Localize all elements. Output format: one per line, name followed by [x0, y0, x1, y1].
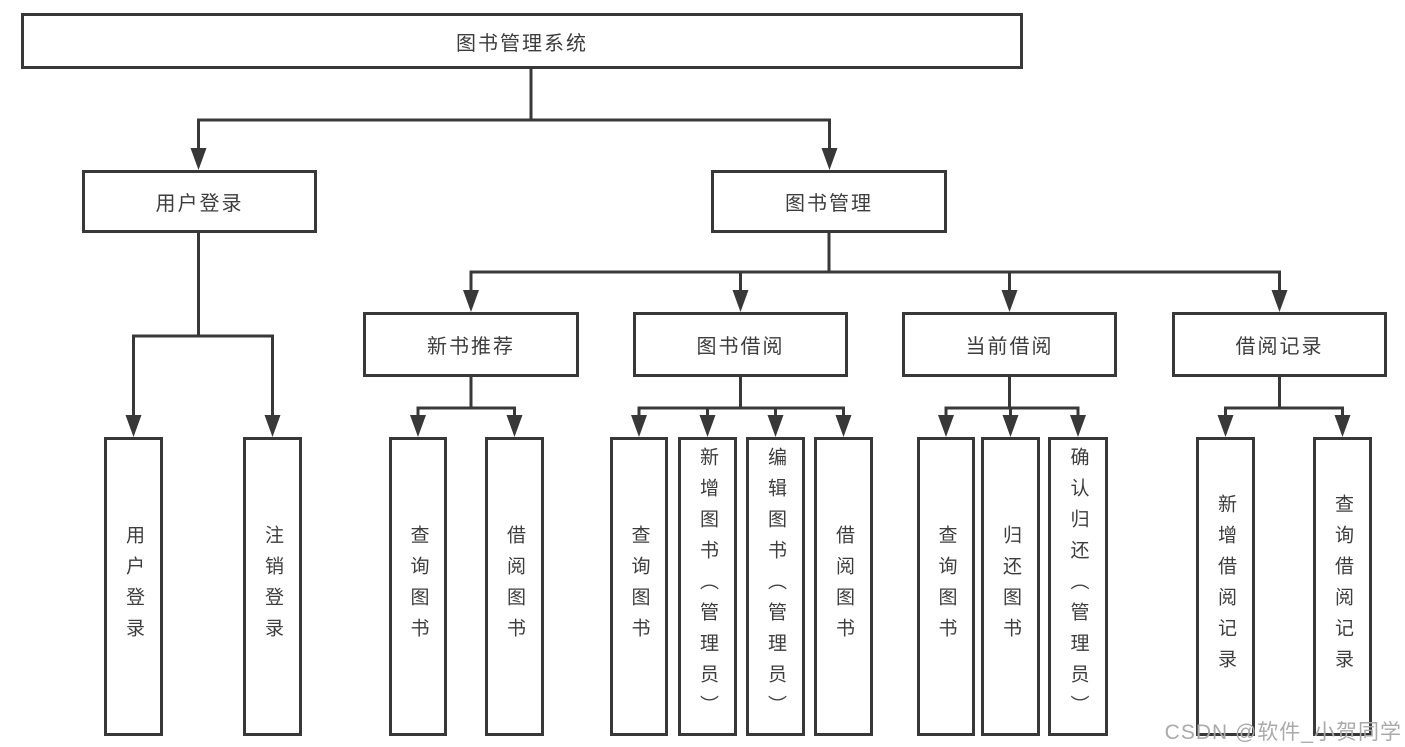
node-current-borrow-label: 当前借阅	[965, 336, 1054, 358]
arrowheads-level3	[463, 290, 1288, 312]
leaf-add-books-admin: 新增图书（管理员）	[678, 437, 737, 736]
node-book-management: 图书管理	[711, 170, 947, 233]
leaf-query-books-current: 查询图书	[917, 437, 975, 736]
arrowhead-icon	[264, 415, 281, 437]
arrowhead-icon	[1002, 415, 1019, 437]
leaf-confirm-return-admin-label: 确认归还（管理员）	[1067, 447, 1089, 726]
arrowhead-icon	[1070, 415, 1086, 437]
arrowheads-newbooks-leaves	[410, 415, 523, 437]
arrowhead-icon	[190, 148, 207, 170]
arrowhead-icon	[631, 415, 647, 437]
leaf-logout-label: 注销登录	[262, 524, 283, 649]
leaf-return-books-label: 归还图书	[1000, 524, 1021, 649]
arrowhead-icon	[125, 415, 142, 437]
arrowhead-icon	[699, 415, 716, 437]
leaf-query-borrow-record-label: 查询借阅记录	[1332, 493, 1353, 680]
arrowheads-userlogin-leaves	[125, 415, 281, 437]
arrowhead-icon	[732, 290, 749, 312]
connector-userlogin-to-leaves	[132, 233, 274, 418]
arrowhead-icon	[1334, 415, 1351, 437]
leaf-query-books-recommend: 查询图书	[389, 437, 447, 736]
node-root: 图书管理系统	[21, 13, 1023, 69]
node-borrow-records-label: 借阅记录	[1235, 336, 1324, 358]
arrowhead-icon	[1271, 290, 1288, 312]
node-book-management-label: 图书管理	[785, 193, 873, 215]
leaf-edit-books-admin-label: 编辑图书（管理员）	[765, 447, 786, 726]
leaf-logout: 注销登录	[243, 437, 302, 736]
connector-current-to-leaves	[944, 377, 1080, 418]
leaf-user-login-label: 用户登录	[123, 524, 144, 649]
arrowhead-icon	[1217, 415, 1234, 437]
leaf-add-borrow-record: 新增借阅记录	[1196, 437, 1255, 736]
node-new-book-recommend-label: 新书推荐	[427, 336, 515, 358]
arrowheads-level2	[190, 148, 838, 170]
connector-borrow-to-leaves	[637, 377, 845, 418]
arrowheads-current-leaves	[938, 415, 1086, 437]
node-current-borrow: 当前借阅	[902, 312, 1117, 377]
node-book-borrow-label: 图书借阅	[696, 336, 785, 358]
leaf-borrow-books-recommend-label: 借阅图书	[504, 524, 525, 649]
leaf-borrow-books-label: 借阅图书	[833, 524, 854, 649]
node-root-label: 图书管理系统	[456, 32, 588, 55]
node-user-login-label: 用户登录	[155, 193, 244, 215]
node-borrow-records: 借阅记录	[1172, 312, 1387, 377]
arrowhead-icon	[767, 415, 784, 437]
connector-root-to-level2	[197, 69, 831, 150]
arrowhead-icon	[835, 415, 852, 437]
connector-newbooks-to-leaves	[416, 377, 516, 418]
leaf-edit-books-admin: 编辑图书（管理员）	[746, 437, 805, 736]
arrowhead-icon	[938, 415, 954, 437]
arrowhead-icon	[821, 148, 838, 170]
node-book-borrow: 图书借阅	[633, 312, 848, 377]
arrowhead-icon	[1001, 290, 1018, 312]
leaf-query-borrow-record: 查询借阅记录	[1313, 437, 1372, 736]
leaf-return-books: 归还图书	[981, 437, 1040, 736]
connector-bookmgmt-to-level3	[469, 233, 1281, 292]
leaf-add-borrow-record-label: 新增借阅记录	[1215, 493, 1236, 680]
leaf-borrow-books: 借阅图书	[814, 437, 873, 736]
leaf-user-login: 用户登录	[104, 437, 163, 736]
leaf-borrow-books-recommend: 借阅图书	[485, 437, 544, 736]
arrowheads-borrow-leaves	[631, 415, 852, 437]
leaf-query-books-recommend-label: 查询图书	[407, 524, 429, 649]
arrowhead-icon	[463, 290, 479, 312]
arrowheads-records-leaves	[1217, 415, 1351, 437]
arrowhead-icon	[410, 415, 426, 437]
csdn-watermark: CSDN @软件_小贺同学	[1164, 721, 1402, 744]
leaf-query-books-borrow-label: 查询图书	[628, 524, 650, 649]
leaf-confirm-return-admin: 确认归还（管理员）	[1048, 437, 1108, 736]
node-new-book-recommend: 新书推荐	[363, 312, 579, 377]
leaf-query-books-borrow: 查询图书	[610, 437, 668, 736]
node-user-login: 用户登录	[82, 170, 317, 233]
connector-records-to-leaves	[1224, 377, 1344, 418]
leaf-add-books-admin-label: 新增图书（管理员）	[697, 447, 718, 726]
leaf-query-books-current-label: 查询图书	[935, 524, 957, 649]
arrowhead-icon	[506, 415, 523, 437]
